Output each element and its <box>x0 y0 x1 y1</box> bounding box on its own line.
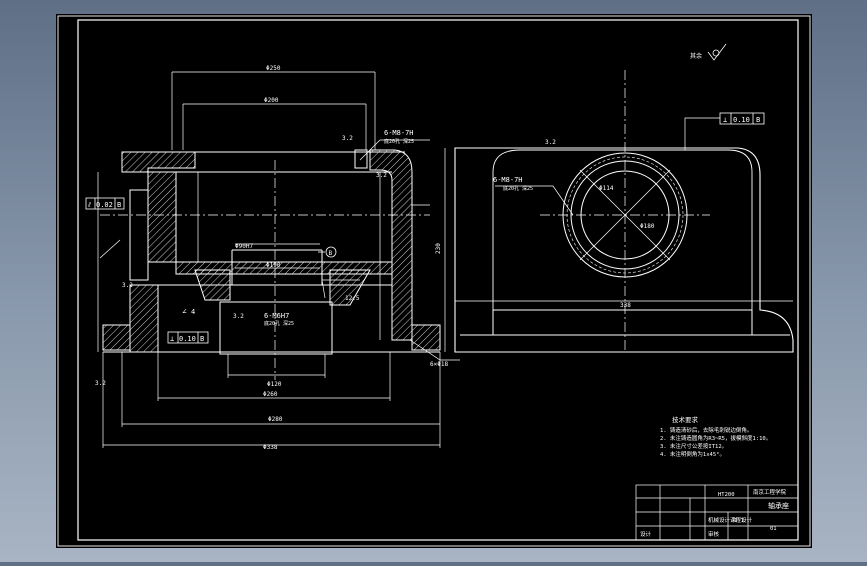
side-dia-114: Φ114 <box>599 185 614 192</box>
thread-2-sub: 底20孔 深25 <box>264 320 294 327</box>
svg-text:B: B <box>200 335 204 343</box>
side-view <box>444 70 794 353</box>
dim-250-label: Φ250 <box>266 65 281 72</box>
title-scale: 1:1 <box>734 518 744 524</box>
roughness-symbol-icon <box>707 43 727 61</box>
svg-text:0.02: 0.02 <box>96 201 113 209</box>
svg-text:B: B <box>329 250 333 257</box>
lower-left-hatch <box>129 284 159 353</box>
title-name: 轴承座 <box>768 501 789 510</box>
side-dia-180: Φ180 <box>640 223 655 230</box>
svg-text:0.10: 0.10 <box>733 116 750 124</box>
front-section-view <box>97 71 460 448</box>
dim-190-label: Φ190 <box>266 262 281 269</box>
flatness-frame: ⫽ 0.02 B <box>85 197 125 210</box>
ra-1-label: 3.2 <box>376 172 387 179</box>
thread-1-sub: 底20孔 深25 <box>384 138 414 145</box>
side-thread-label: 6-M8-7H <box>493 176 523 184</box>
dim-338-label: Φ338 <box>263 444 278 451</box>
svg-text:4: 4 <box>191 308 195 316</box>
perpendicular-side-icon: ⊥ <box>723 116 727 124</box>
title-drawing-no: 机械设计课程设计 <box>708 516 753 524</box>
roughness-note: 其余 <box>690 52 702 60</box>
title-checker: 审核 <box>708 530 720 538</box>
svg-text:0.10: 0.10 <box>179 335 196 343</box>
right-wall-hatch <box>369 149 413 341</box>
ra-5-label: 3.2 <box>95 380 106 387</box>
tech-requirements: 技术要求 1. 铸造清砂后，去除毛刺锐边倒角。 2. 未注铸造圆角为R3~R5，… <box>660 415 771 458</box>
svg-text:1. 铸造清砂后，去除毛刺锐边倒角。: 1. 铸造清砂后，去除毛刺锐边倒角。 <box>660 426 752 434</box>
dim-120-label: Φ120 <box>267 381 282 388</box>
ra-3-label: 3.2 <box>233 313 244 320</box>
svg-text:2. 未注铸造圆角为R3~R5，拔模斜度1:10。: 2. 未注铸造圆角为R3~R5，拔模斜度1:10。 <box>660 434 771 442</box>
outer-border <box>57 15 811 547</box>
perpendicularity-frame-front: ⊥ 0.10 B <box>167 331 209 344</box>
svg-text:B: B <box>756 116 760 124</box>
svg-text:4. 未注明倒角为1x45°。: 4. 未注明倒角为1x45°。 <box>660 450 725 458</box>
left-wall-hatch <box>147 171 177 263</box>
title-sheet: 01 <box>770 526 777 532</box>
side-width: 338 <box>620 302 631 309</box>
title-material: HT200 <box>718 492 735 498</box>
svg-text:B: B <box>117 201 121 209</box>
side-height: 230 <box>435 243 442 254</box>
flatness-icon: ⫽ <box>87 201 92 209</box>
perpendicular-icon: ⊥ <box>170 335 174 343</box>
svg-text:技术要求: 技术要求 <box>672 415 699 424</box>
dim-h7-label: Φ90H7 <box>235 243 253 250</box>
base-right-hatch <box>411 324 441 351</box>
side-ra: 3.2 <box>545 139 556 146</box>
ra-6-label: 3.2 <box>342 135 353 142</box>
drawing-sheet <box>56 14 812 548</box>
perpendicularity-frame-side: ⊥ 0.10 B <box>719 112 765 125</box>
title-block <box>635 484 799 541</box>
hole-count-label: 6×Φ18 <box>430 361 448 368</box>
ra-2-label: 12.5 <box>345 295 360 302</box>
dim-200-label: Φ200 <box>264 97 279 104</box>
ra-4-label: 3.2 <box>122 282 133 289</box>
title-school: 南京工程学院 <box>753 488 787 496</box>
side-thread-sub: 底20孔 深25 <box>503 185 533 192</box>
svg-text:3. 未注尺寸公差按IT12。: 3. 未注尺寸公差按IT12。 <box>660 442 727 450</box>
angle-tol-label: ∠ <box>182 307 187 316</box>
title-designer: 设计 <box>640 530 652 538</box>
thread-2-label: 6-M6H7 <box>264 312 289 320</box>
datum-b-marker: B <box>318 246 337 258</box>
thread-1-label: 6-M8-7H <box>384 129 414 137</box>
dim-260-label: Φ260 <box>263 391 278 398</box>
right-boss-hatch <box>329 269 371 306</box>
base-left-hatch <box>102 324 131 351</box>
dim-280-label: Φ280 <box>268 416 283 423</box>
inner-border <box>77 19 799 541</box>
